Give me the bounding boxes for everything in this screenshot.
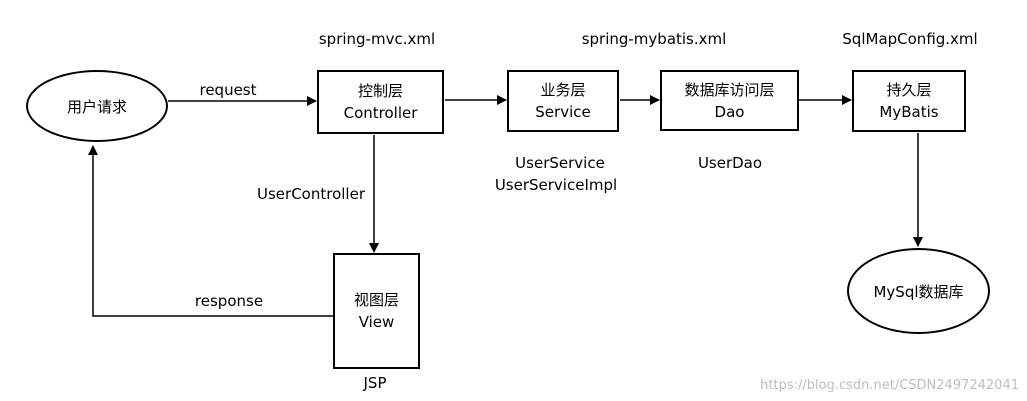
- config-sqlmap: SqlMapConfig.xml: [842, 30, 978, 48]
- config-spring-mybatis: spring-mybatis.xml: [581, 30, 727, 48]
- node-user-request: 用户请求: [26, 70, 168, 142]
- node-service: 业务层 Service: [507, 70, 619, 132]
- config-spring-mvc: spring-mvc.xml: [318, 30, 436, 48]
- node-mysql: MySql数据库: [847, 248, 990, 334]
- node-controller-title: 控制层: [357, 82, 403, 100]
- annotation-user-service: UserService: [515, 154, 605, 172]
- node-dao-subtitle: Dao: [714, 102, 745, 121]
- node-mysql-label: MySql数据库: [873, 282, 964, 301]
- node-view-subtitle: View: [358, 313, 395, 331]
- node-controller-subtitle: Controller: [343, 104, 418, 122]
- annotation-user-service-impl: UserServiceImpl: [494, 176, 618, 194]
- node-mybatis-title: 持久层: [886, 81, 932, 99]
- node-dao: 数据库访问层 Dao: [660, 70, 799, 131]
- node-mybatis: 持久层 MyBatis: [852, 70, 966, 132]
- arrow-response: [88, 145, 333, 317]
- node-user-request-label: 用户请求: [66, 97, 127, 116]
- edge-label-response: response: [194, 292, 264, 310]
- node-service-subtitle: Service: [535, 103, 591, 121]
- node-dao-title: 数据库访问层: [684, 80, 775, 99]
- node-view: 视图层 View: [333, 253, 420, 369]
- node-controller: 控制层 Controller: [317, 70, 444, 134]
- node-view-title: 视图层: [353, 291, 399, 309]
- edge-label-user-controller: UserController: [257, 185, 365, 203]
- node-mybatis-subtitle: MyBatis: [879, 103, 939, 121]
- annotation-user-dao: UserDao: [697, 154, 763, 172]
- node-service-title: 业务层: [540, 81, 586, 99]
- annotation-jsp: JSP: [363, 374, 387, 392]
- edge-label-request: request: [199, 81, 257, 99]
- watermark-text: https://blog.csdn.net/CSDN2497242041: [760, 378, 1019, 393]
